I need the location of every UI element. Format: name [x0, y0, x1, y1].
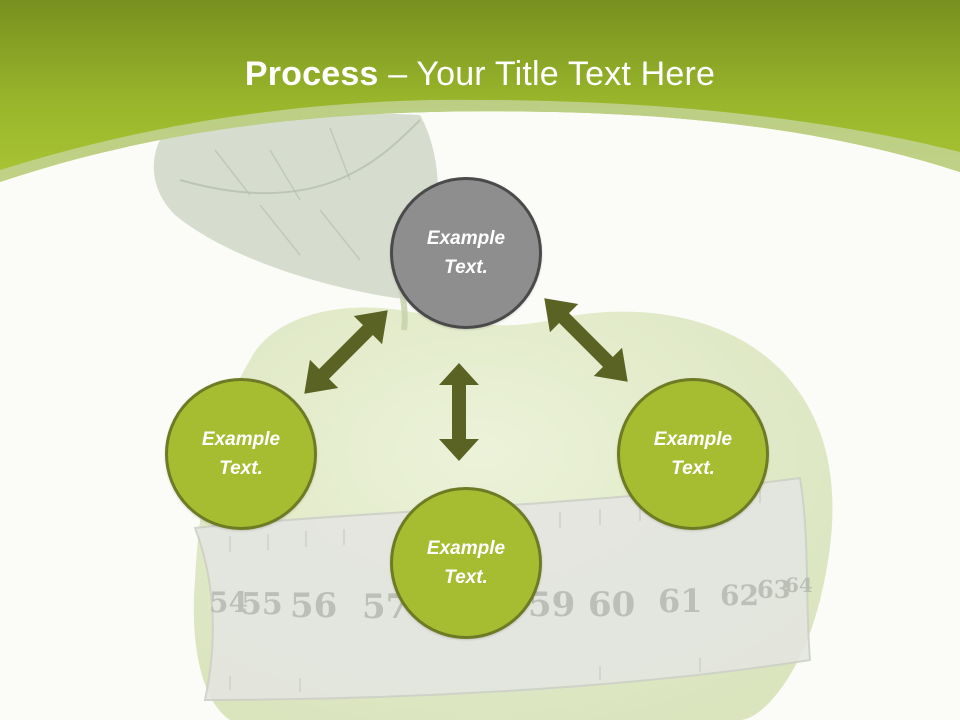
node-text: Example Text.	[201, 429, 281, 479]
tape-number: 60	[588, 585, 635, 625]
page-title: Process – Your Title Text Here	[0, 52, 960, 96]
tape-number: 64	[785, 573, 813, 597]
tape-number: 63	[757, 575, 790, 604]
process-node-right: Example Text.	[617, 378, 769, 530]
tape-number: 54	[209, 586, 248, 619]
header-swoosh	[0, 99, 960, 182]
tape-number: 56	[290, 586, 337, 626]
tape-number: 62	[720, 579, 759, 612]
title-bold: Process	[244, 55, 379, 93]
node-text: Example Text.	[426, 228, 506, 278]
double-arrow-right	[544, 298, 628, 382]
tape-number: 61	[658, 582, 703, 620]
double-arrow-left	[304, 310, 388, 394]
process-node-bottom: Example Text.	[390, 487, 542, 639]
header-band	[0, 0, 960, 182]
double-arrow-vertical	[439, 363, 479, 461]
tape-number: 55	[241, 587, 283, 622]
process-node-top: Example Text.	[390, 177, 542, 329]
process-node-left: Example Text.	[165, 378, 317, 530]
leaf-vein	[179, 119, 421, 195]
node-text: Example Text.	[426, 538, 506, 588]
title-rest: – Your Title Text Here	[378, 55, 716, 93]
node-text: Example Text.	[653, 429, 733, 479]
leaf-shape	[153, 113, 439, 300]
